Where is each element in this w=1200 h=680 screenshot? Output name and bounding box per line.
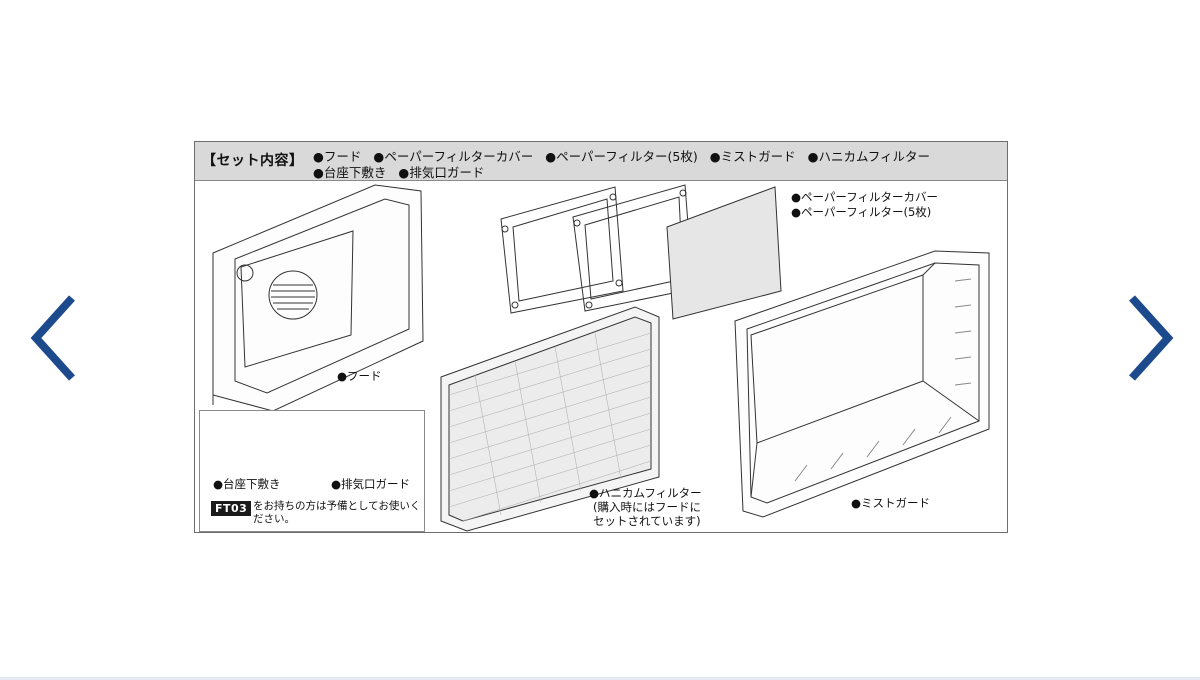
item-exhaust-guard: ●排気口ガード [398, 165, 485, 180]
mist-guard-drawing [734, 250, 990, 518]
set-contents-title: 【セット内容】 [202, 153, 304, 169]
next-image-button[interactable] [1120, 292, 1180, 384]
paper-filter-drawing [666, 186, 782, 320]
product-contents-image: 【セット内容】 ●フード●ペーパーフィルターカバー●ペーパーフィルター(5枚)●… [194, 141, 1008, 533]
set-contents-line-2: ●台座下敷き ●排気口ガード [313, 162, 496, 181]
chevron-right-icon [1129, 295, 1174, 381]
mist-guard-label: ●ミストガード [851, 496, 931, 510]
paper-filter-label: ●ペーパーフィルター(5枚) [791, 205, 932, 219]
hood-drawing [212, 184, 424, 417]
ft03-badge: FT03 [211, 501, 252, 516]
frame-bottom-edge [0, 677, 1200, 680]
item-paper-filter-cover: ●ペーパーフィルターカバー [373, 149, 534, 164]
base-mat-label: ●台座下敷き [213, 477, 281, 491]
ft03-note: をお持ちの方は予備としてお使いください。 [253, 500, 421, 525]
item-base-mat: ●台座下敷き [313, 165, 387, 180]
parts-illustration [202, 184, 990, 532]
honeycomb-filter-note-1: (購入時にはフードに [593, 500, 701, 514]
honeycomb-filter-label: ●ハニカムフィルター [589, 486, 702, 500]
honeycomb-filter-drawing [440, 306, 660, 532]
item-mist-guard: ●ミストガード [709, 149, 796, 164]
set-contents-header: 【セット内容】 ●フード●ペーパーフィルターカバー●ペーパーフィルター(5枚)●… [195, 142, 1007, 181]
item-honeycomb-filter: ●ハニカムフィルター [807, 149, 931, 164]
set-contents-line-1: ●フード ●ペーパーフィルターカバー ●ペーパーフィルター(5枚) ●ミストガード ●ハ… [313, 146, 942, 165]
chevron-left-icon [30, 295, 75, 381]
exhaust-guard-label: ●排気口ガード [331, 477, 411, 491]
hood-label: ●フード [337, 369, 382, 383]
paper-filter-cover-drawing [500, 184, 694, 314]
item-hood: ●フード [313, 149, 362, 164]
honeycomb-filter-note-2: セットされています) [593, 514, 701, 528]
previous-image-button[interactable] [24, 292, 84, 384]
item-paper-filter: ●ペーパーフィルター(5枚) [545, 149, 698, 164]
paper-filter-cover-label: ●ペーパーフィルターカバー [791, 190, 938, 204]
